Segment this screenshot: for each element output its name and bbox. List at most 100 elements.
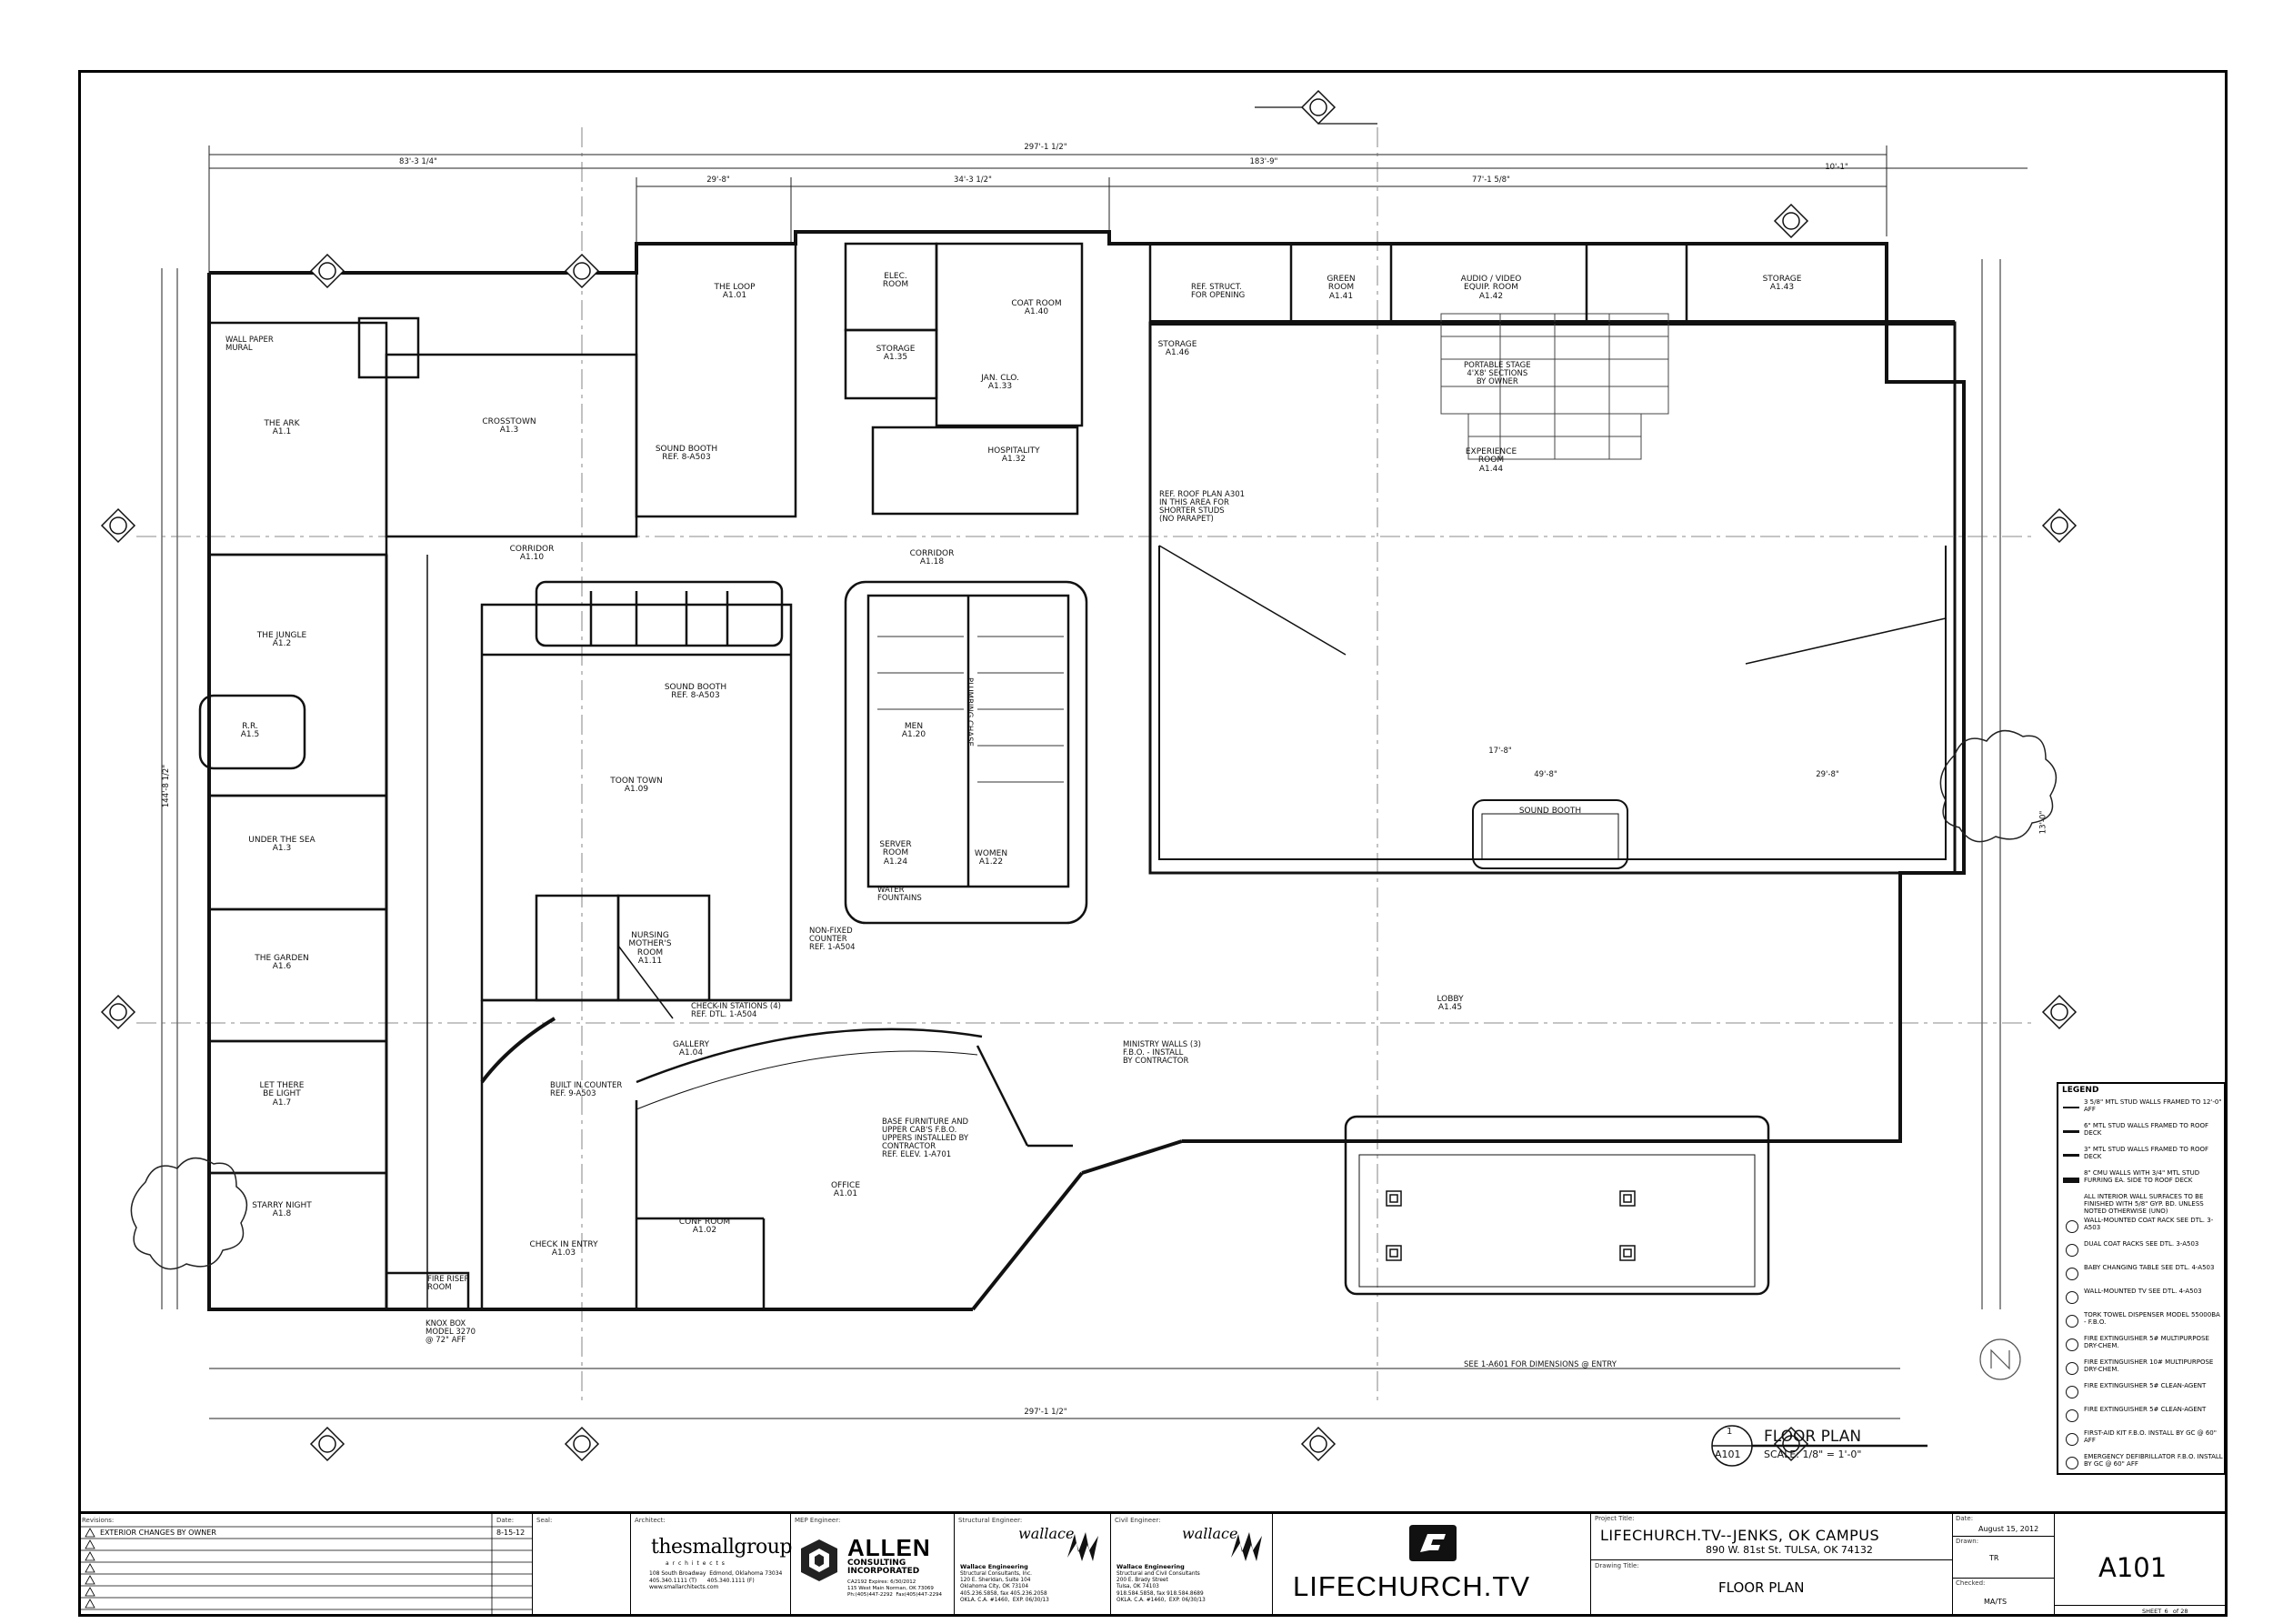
- revisions-cell: Revisions: Date: EXTERIOR CHANGES BY OWN…: [78, 1514, 533, 1617]
- room-label-the-ark: THE ARK A1.1: [264, 419, 300, 437]
- drawing-title: FLOOR PLAN: [1718, 1579, 1805, 1596]
- room-label-the-garden: THE GARDEN A1.6: [255, 954, 309, 972]
- seal-label: Seal:: [536, 1517, 553, 1524]
- note-plumbing-chase: PLUMBING CHASE: [965, 677, 974, 747]
- note-check-in-stations: CHECK-IN STATIONS (4) REF. DTL. 1-A504: [691, 1002, 781, 1019]
- dim-top-left: 83'-3 1/4": [399, 157, 437, 166]
- note-non-fixed-counter: NON-FIXED COUNTER REF. 1-A504: [809, 927, 856, 952]
- revision-1-date: 8-15-12: [496, 1529, 526, 1537]
- architect-cell: Architect: thesmallgroup a r c h i t e c…: [631, 1514, 792, 1617]
- revision-table-grid: [78, 1514, 533, 1617]
- room-label-conf-room: CONF ROOM A1.02: [678, 1218, 731, 1236]
- note-wall-paper-mural: WALL PAPER MURAL: [225, 336, 274, 353]
- architect-logo-name: thesmallgroup: [651, 1536, 792, 1559]
- plan-title: FLOOR PLAN: [1764, 1428, 1862, 1446]
- revision-1-text: EXTERIOR CHANGES BY OWNER: [100, 1529, 216, 1537]
- legend-symbol: [2066, 1315, 2078, 1328]
- room-label-the-jungle: THE JUNGLE A1.2: [256, 631, 307, 649]
- room-label-crosstown: CROSSTOWN A1.3: [482, 417, 536, 436]
- mep-logo-name: ALLEN: [847, 1534, 931, 1561]
- note-ministry-walls: MINISTRY WALLS (3) F.B.O. - INSTALL BY C…: [1123, 1040, 1201, 1066]
- room-label-lobby: LOBBY A1.45: [1437, 995, 1464, 1013]
- room-label-check-in-entry: CHECK IN ENTRY A1.03: [529, 1240, 598, 1258]
- checked-label: Checked:: [1956, 1579, 1986, 1587]
- legend-item: 3" MTL STUD WALLS FRAMED TO ROOF DECK: [2084, 1146, 2208, 1161]
- room-label-storage-a: STORAGE A1.35: [876, 345, 916, 363]
- dim-top-seg4: 10'-1": [1825, 163, 1848, 172]
- structural-address: Structural Consultants, Inc. 120 E. Sher…: [960, 1571, 1049, 1603]
- room-label-rr-left: R.R. A1.5: [240, 722, 260, 740]
- sheet-divider: [2055, 1605, 2225, 1606]
- dim-exp-room: 13'-0": [2038, 810, 2048, 835]
- project-label: Project Title:: [1595, 1515, 1635, 1522]
- legend-symbol: [2063, 1107, 2079, 1108]
- client-cell: LIFECHURCH.TV: [1273, 1514, 1591, 1617]
- legend-symbol: [2066, 1220, 2078, 1233]
- architect-label: Architect:: [635, 1517, 666, 1524]
- room-label-let-there-be-light: LET THERE BE LIGHT A1.7: [259, 1081, 305, 1108]
- structural-cell: Structural Engineer: wallace Wallace Eng…: [955, 1514, 1111, 1617]
- structural-firm-name: Wallace Engineering: [960, 1563, 1028, 1570]
- project-cell: Project Title: LIFECHURCH.TV--JENKS, OK …: [1591, 1514, 1953, 1617]
- date-field-label: Date:: [1956, 1515, 1974, 1522]
- legend-item: 3 5/8" MTL STUD WALLS FRAMED TO 12'-0" A…: [2084, 1098, 2222, 1114]
- legend-item: 6" MTL STUD WALLS FRAMED TO ROOF DECK: [2084, 1122, 2208, 1138]
- legend-item: FIRE EXTINGUISHER 5# CLEAN-AGENT: [2084, 1382, 2207, 1389]
- dim-mid-2: 17'-8": [1488, 747, 1512, 756]
- room-label-starry-night: STARRY NIGHT A1.8: [252, 1201, 312, 1219]
- room-label-under-the-sea: UNDER THE SEA A1.3: [248, 836, 315, 854]
- legend-symbol: [2063, 1154, 2079, 1157]
- note-base-furniture: BASE FURNITURE AND UPPER CAB'S F.B.O. UP…: [882, 1118, 969, 1159]
- architect-address: 108 South Broadway Edmond, Oklahoma 7303…: [649, 1570, 783, 1590]
- sheet-of: SHEET_6_ of 28: [2142, 1608, 2188, 1615]
- note-knox-box: KNOX BOX MODEL 3270 @ 72" AFF: [426, 1319, 476, 1345]
- seal-cell: Seal:: [533, 1514, 631, 1617]
- legend-item: TORK TOWEL DISPENSER MODEL 55000BA - F.B…: [2084, 1311, 2220, 1327]
- note-portable-stage: PORTABLE STAGE 4'x8' SECTIONS BY OWNER: [1464, 361, 1531, 386]
- sheet-number-cell: A101 SHEET_6_ of 28: [2055, 1514, 2225, 1617]
- room-label-the-loop: THE LOOP A1.01: [714, 283, 756, 301]
- architect-logo-sub: a r c h i t e c t s: [666, 1560, 726, 1567]
- room-label-women: WOMEN A1.22: [974, 849, 1008, 867]
- legend-symbol: [2066, 1291, 2078, 1304]
- sheet-number: A101: [2098, 1552, 2168, 1583]
- structural-label: Structural Engineer:: [958, 1517, 1023, 1524]
- structural-logo-text: wallace: [1018, 1525, 1075, 1542]
- wallace-logo-icon: [1231, 1532, 1262, 1561]
- drawn-divider: [1953, 1578, 2054, 1579]
- room-label-sound-booth-2: SOUND BOOTH REF. 8-A503: [664, 683, 727, 701]
- plan-sheet-ref: A101: [1715, 1449, 1741, 1460]
- room-label-storage-b: STORAGE A1.43: [1762, 275, 1802, 293]
- allen-logo-icon: [801, 1539, 837, 1581]
- mep-label: MEP Engineer:: [795, 1517, 841, 1524]
- legend-item: FIRE EXTINGUISHER 10# MULTIPURPOSE DRY-C…: [2084, 1358, 2214, 1374]
- room-label-office: OFFICE A1.01: [830, 1181, 861, 1199]
- legend-symbol: [2066, 1386, 2078, 1398]
- room-label-nursing: NURSING MOTHER'S ROOM A1.11: [628, 931, 672, 967]
- legend-item: FIRE EXTINGUISHER 5# CLEAN-AGENT: [2084, 1406, 2207, 1413]
- room-label-sound-booth-3: SOUND BOOTH: [1518, 807, 1582, 816]
- room-label-sound-booth-1: SOUND BOOTH REF. 8-A503: [655, 445, 718, 463]
- legend-symbol: [2066, 1338, 2078, 1351]
- legend-symbol: [2066, 1409, 2078, 1422]
- legend-item: FIRST-AID KIT F.B.O. INSTALL BY GC @ 60"…: [2084, 1429, 2217, 1445]
- room-label-corridor-1: CORRIDOR A1.10: [509, 545, 555, 563]
- civil-logo-text: wallace: [1182, 1525, 1238, 1542]
- date-divider: [1953, 1536, 2054, 1537]
- date-label: Date:: [496, 1517, 515, 1524]
- dim-overall-bottom: 297'-1 1/2": [1024, 1408, 1067, 1417]
- project-address: 890 W. 81st St. TULSA, OK 74132: [1706, 1544, 1873, 1556]
- dim-left-total: 144'-8 1/2": [162, 764, 172, 808]
- drawn-label: Drawn:: [1956, 1538, 1979, 1545]
- room-label-server-room: SERVER ROOM A1.24: [879, 840, 912, 867]
- drawing-title-label: Drawing Title:: [1595, 1562, 1639, 1569]
- room-label-corridor-2: CORRIDOR A1.18: [909, 549, 955, 567]
- room-label-men: MEN A1.20: [901, 722, 926, 740]
- mep-address: CA2192 Expires: 6/30/2012 115 West Main …: [847, 1579, 942, 1599]
- project-divider: [1591, 1559, 1952, 1560]
- room-label-coat-room: COAT ROOM A1.40: [1011, 299, 1062, 317]
- lifechurch-logo-icon: [1409, 1525, 1457, 1561]
- legend-item: WALL-MOUNTED COAT RACK SEE DTL. 3-A503: [2084, 1217, 2214, 1232]
- room-label-toon-town: TOON TOWN A1.09: [610, 777, 663, 795]
- room-label-gallery: GALLERY A1.04: [672, 1040, 710, 1058]
